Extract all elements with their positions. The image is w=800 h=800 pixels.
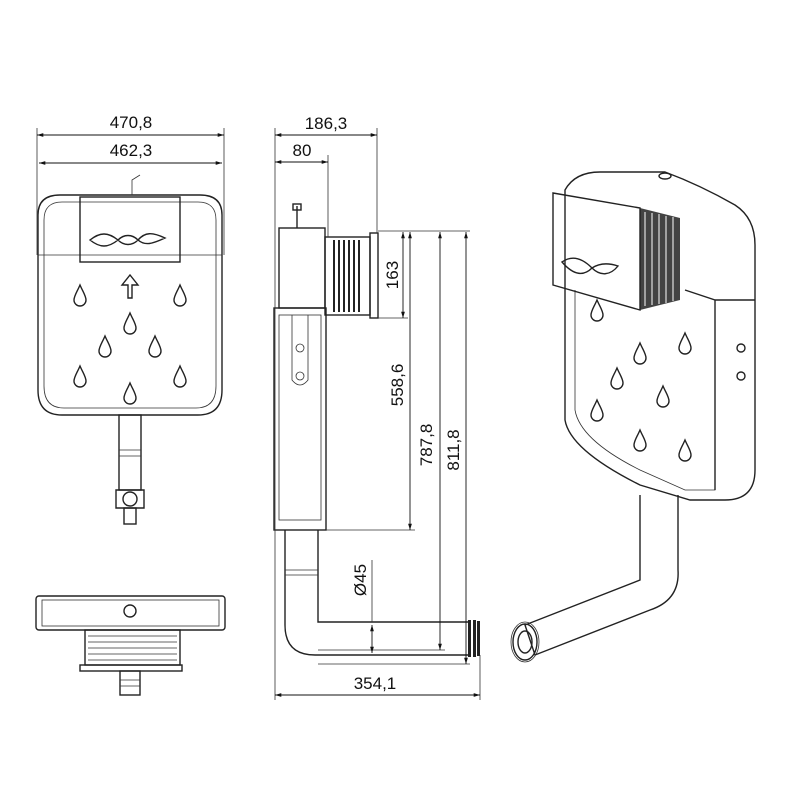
dim-panel-height: 163 — [383, 261, 402, 289]
dim-total-height: 811,8 — [444, 429, 463, 470]
dim-side-depth-tank: 80 — [293, 141, 312, 160]
dim-outlet-length: 354,1 — [354, 674, 397, 693]
dim-outlet-height: 787,8 — [417, 424, 436, 467]
front-view: 470,8 462,3 — [36, 113, 225, 525]
side-view: 186,3 80 163 558,6 787,8 811,8 Ø45 354,1 — [273, 114, 481, 700]
dim-pipe-diameter: Ø45 — [351, 564, 370, 596]
perspective-view — [510, 171, 756, 663]
dim-side-depth-total: 186,3 — [305, 114, 348, 133]
dim-tank-height: 558,6 — [388, 364, 407, 407]
dim-front-width-inner: 462,3 — [110, 141, 153, 160]
dim-front-width-outer: 470,8 — [110, 113, 153, 132]
top-view — [35, 595, 226, 696]
